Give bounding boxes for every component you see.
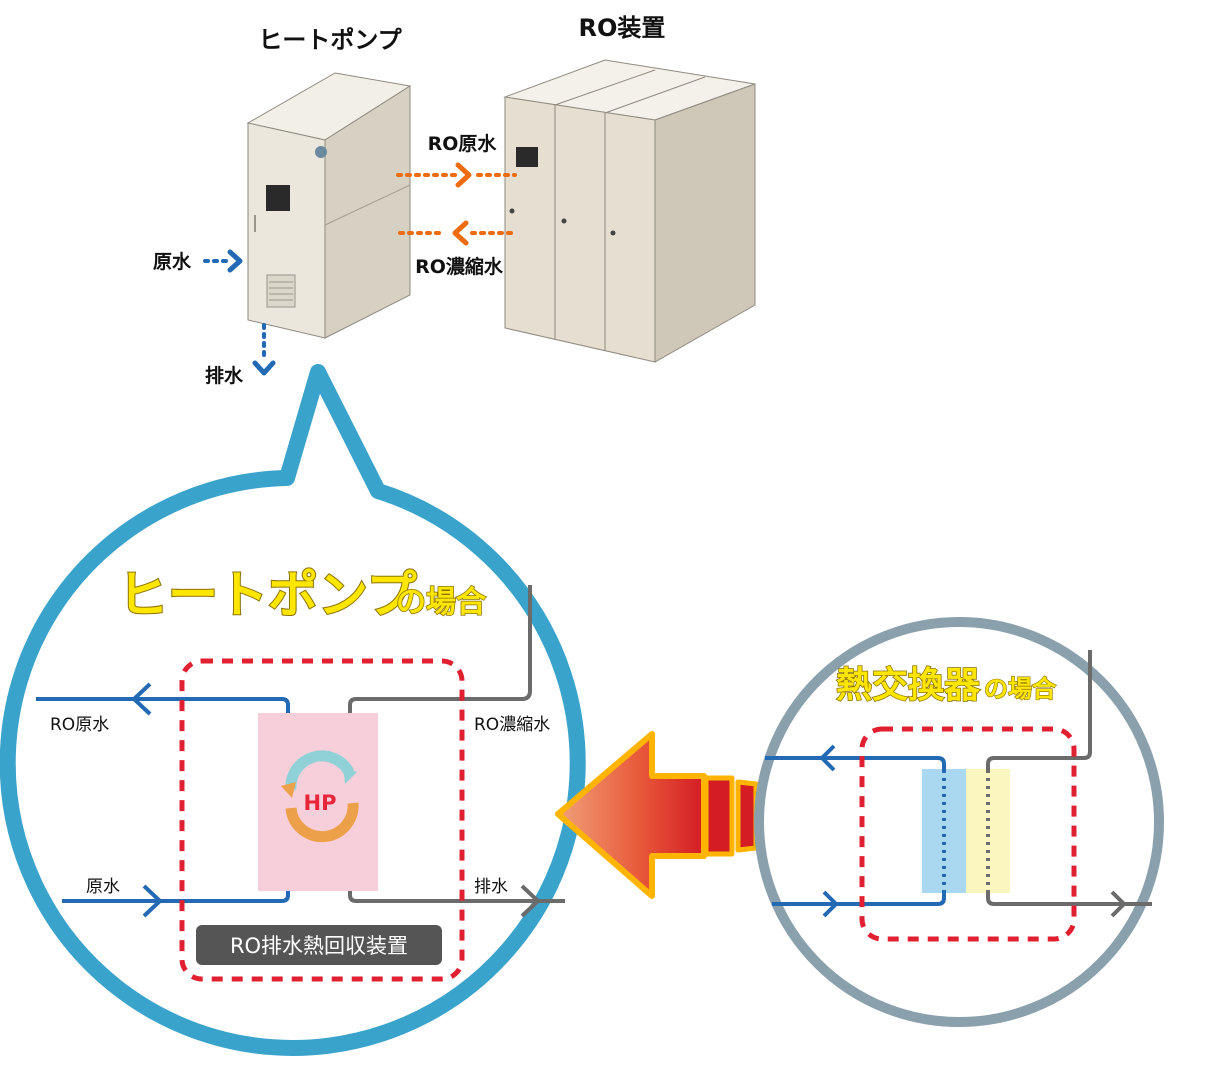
raw-water-label: 原水 [153, 251, 192, 273]
ro-raw-water-label: RO原水 [428, 133, 498, 155]
drain-label: 排水 [205, 364, 244, 387]
ro-concentrate-flow-arrow [398, 220, 517, 246]
comparison-arrow [555, 731, 779, 899]
hx-hot-plate [966, 769, 1010, 893]
hp-cycle-icon: HP [281, 750, 359, 843]
hp-label: HP [304, 791, 337, 815]
bubble-ro-concentrate-label: RO濃縮水 [474, 715, 550, 735]
hx-device-boundary [859, 726, 1077, 942]
hx-ro-raw-water-pipe [765, 744, 946, 772]
hp-case-title-suffix: の場合 [396, 585, 486, 620]
ro-unit-title: RO装置 [579, 14, 666, 42]
ro-raw-water-pipe [36, 682, 290, 716]
hp-case-title: ヒートポンプ [118, 566, 417, 624]
hx-raw-water-pipe [772, 890, 946, 918]
heat-pump-block [258, 713, 378, 891]
raw-water-flow-arrow [203, 249, 243, 273]
drain-flow-arrow [252, 323, 276, 376]
device-label-box [196, 925, 442, 965]
ro-raw-water-flow-arrow [396, 162, 517, 188]
drain-pipe [348, 884, 565, 918]
ro-concentrate-pipe [348, 585, 532, 713]
ro-concentrate-label: RO濃縮水 [415, 255, 504, 278]
recovery-device-boundary [179, 658, 465, 982]
bubble-ro-raw-water-label: RO原水 [50, 715, 109, 735]
ro-unit-cabinet [503, 59, 756, 363]
bubble-drain-label: 排水 [474, 877, 508, 897]
device-label: RO排水熱回収装置 [230, 934, 408, 958]
heat-pump-cabinet [246, 72, 412, 339]
hx-drain-pipe [986, 890, 1152, 918]
hx-ro-concentrate-pipe [986, 650, 1092, 770]
hx-case-title: 熱交換器 [836, 664, 981, 706]
hx-case-title-suffix: の場合 [984, 675, 1057, 703]
heat-pump-title: ヒートポンプ [258, 26, 402, 54]
hx-cold-plate [922, 769, 966, 893]
bubble-raw-water-label: 原水 [86, 877, 120, 897]
raw-water-pipe [62, 884, 290, 918]
heat-pump-speech-bubble [0, 364, 586, 1056]
